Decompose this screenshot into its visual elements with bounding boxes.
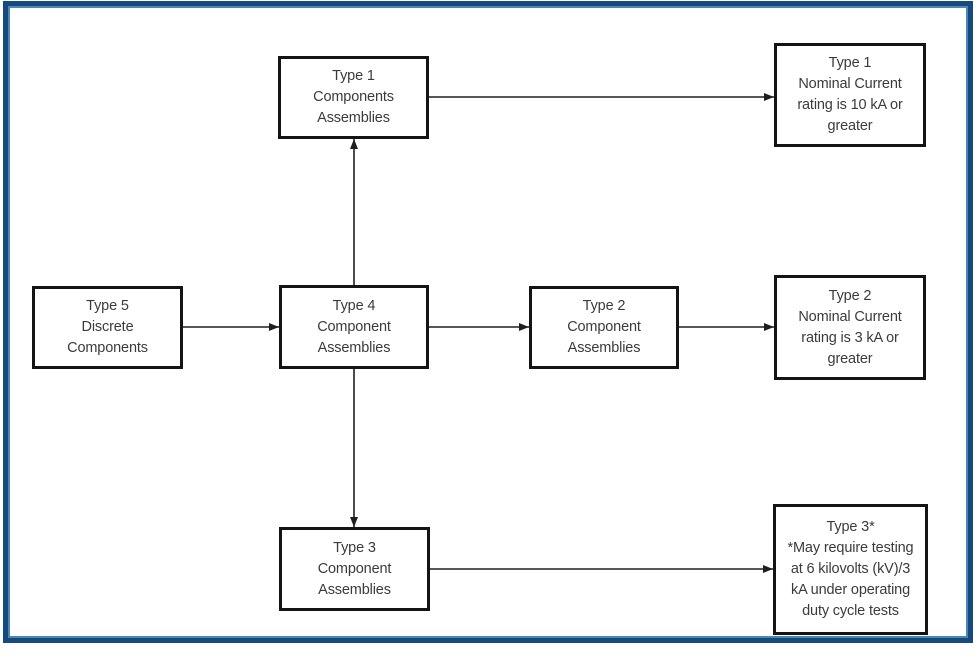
node-line: Assemblies <box>317 339 391 356</box>
node-line: Nominal Current <box>798 76 902 92</box>
node-line: Type 1 <box>828 55 872 71</box>
node-line: Assemblies <box>567 340 641 356</box>
node-line: Components <box>313 89 394 105</box>
node-line: Nominal Current <box>798 308 902 325</box>
node-type3-testing-note: Type 3* *May require testing at 6 kilovo… <box>773 504 928 635</box>
node-type2-nominal-current: Type 2 Nominal Current rating is 3 kA or… <box>774 275 926 380</box>
inner-frame-line <box>8 6 968 638</box>
node-line: Type 1 <box>332 68 375 84</box>
node-line: Type 5 <box>86 298 129 314</box>
node-line: Type 3 <box>333 539 376 556</box>
node-line: Type 2 <box>582 298 626 314</box>
node-line: greater <box>827 118 873 134</box>
node-line: Discrete <box>81 319 134 335</box>
node-line: greater <box>827 350 873 367</box>
node-type2-component-assemblies: Type 2 Component Assemblies <box>529 286 679 369</box>
node-line: duty cycle tests <box>802 603 899 619</box>
node-line: Assemblies <box>318 581 391 598</box>
node-line: Component <box>317 560 392 577</box>
node-type5-discrete-components: Type 5 Discrete Components <box>32 286 183 369</box>
node-line: at 6 kilovolts (kV)/3 <box>790 561 911 577</box>
node-line: Assemblies <box>317 110 390 126</box>
node-line: Component <box>567 319 641 335</box>
node-line: rating is 10 kA or <box>797 97 903 113</box>
node-line: *May require testing <box>787 540 914 556</box>
node-line: kA under operating <box>790 582 911 598</box>
node-type1-components-assemblies: Type 1 Components Assemblies <box>278 56 429 139</box>
node-type3-component-assemblies: Type 3 Component Assemblies <box>279 527 430 611</box>
node-line: Type 3* <box>826 519 875 535</box>
node-line: Component <box>317 318 391 335</box>
node-line: Type 2 <box>828 287 872 304</box>
node-line: Components <box>67 340 148 356</box>
node-type1-nominal-current: Type 1 Nominal Current rating is 10 kA o… <box>774 43 926 147</box>
outer-frame <box>3 1 973 643</box>
node-type4-component-assemblies: Type 4 Component Assemblies <box>279 285 429 369</box>
node-line: rating is 3 kA or <box>801 329 899 346</box>
node-line: Type 4 <box>332 297 376 314</box>
